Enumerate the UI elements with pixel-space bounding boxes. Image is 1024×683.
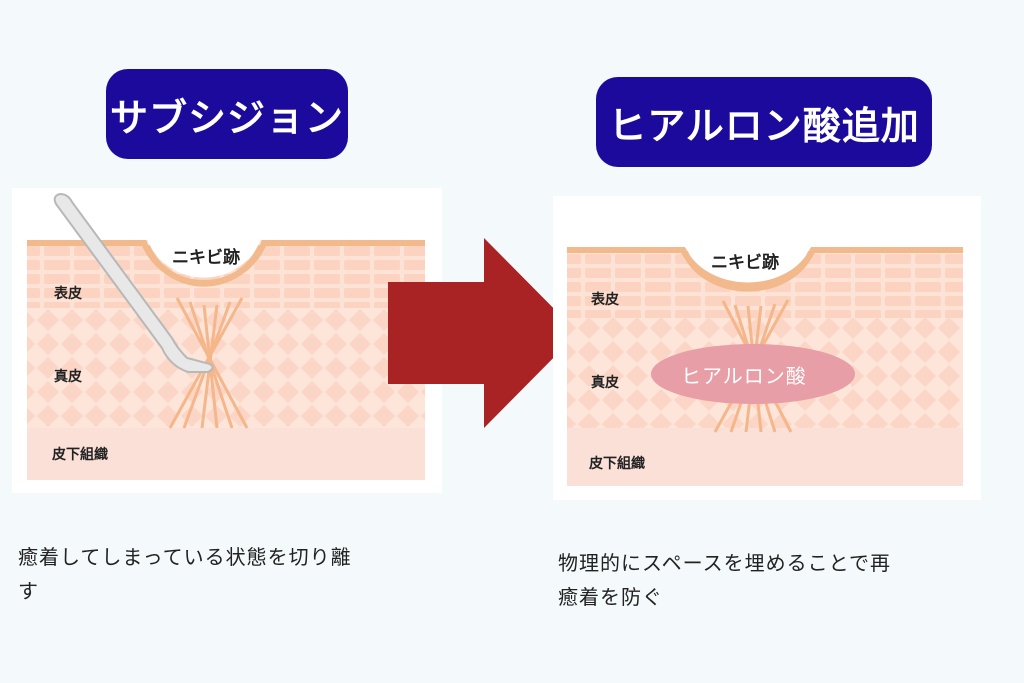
dermis-label: 真皮 bbox=[54, 369, 82, 385]
subcutis-label: 皮下組織 bbox=[589, 456, 645, 472]
hyaluronic-acid-diagram: ニキビ跡 表皮 真皮 皮下組織 ヒアルロン酸 bbox=[553, 196, 981, 500]
acne-scar-label: ニキビ跡 bbox=[711, 253, 779, 273]
epidermis-label: 表皮 bbox=[591, 292, 619, 308]
right-arrow-icon bbox=[388, 238, 578, 428]
subcutis-label: 皮下組織 bbox=[52, 447, 108, 463]
acne-scar-depression bbox=[685, 246, 811, 283]
subcutis-layer bbox=[567, 428, 963, 486]
caption-line: 癒着してしまっている状態を切り離 bbox=[18, 545, 352, 569]
skin-cross-section-left bbox=[27, 192, 425, 480]
skin-cross-section-right bbox=[567, 246, 963, 486]
dermis-label: 真皮 bbox=[591, 375, 619, 391]
caption-line: す bbox=[18, 579, 39, 603]
subcutis-layer bbox=[27, 428, 425, 480]
acne-scar-label: ニキビ跡 bbox=[172, 248, 240, 268]
caption-line: 癒着を防ぐ bbox=[558, 585, 663, 609]
acne-scar-depression bbox=[147, 240, 261, 278]
hyaluronic-acid-caption: 物理的にスペースを埋めることで再 癒着を防ぐ bbox=[558, 546, 988, 614]
hyaluronic-acid-title: ヒアルロン酸追加 bbox=[596, 77, 932, 167]
subcision-needle-icon bbox=[53, 192, 214, 373]
subcision-caption: 癒着してしまっている状態を切り離 す bbox=[18, 540, 428, 608]
hyaluronic-acid-label: ヒアルロン酸 bbox=[681, 364, 807, 388]
caption-line: 物理的にスペースを埋めることで再 bbox=[558, 551, 891, 575]
hyaluronic-acid-filler bbox=[651, 344, 855, 404]
subcision-diagram: ニキビ跡 表皮 真皮 皮下組織 bbox=[12, 188, 442, 493]
epidermis-label: 表皮 bbox=[54, 286, 82, 302]
subcision-title: サブシジョン bbox=[106, 69, 348, 159]
